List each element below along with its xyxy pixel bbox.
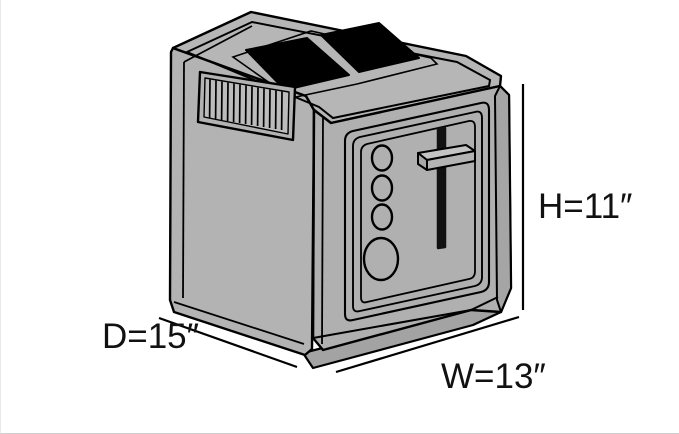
- width-dimension-label: W=13″: [441, 357, 546, 396]
- control-button-2[interactable]: [370, 174, 394, 202]
- front-bezel-ring-2: [352, 110, 483, 313]
- dimension-lines: [158, 84, 525, 374]
- side-inner-contour: [182, 61, 185, 299]
- toast-slot-group: [231, 22, 439, 99]
- front-bezel-ring-3: [360, 119, 476, 304]
- control-button-3[interactable]: [370, 203, 394, 231]
- side-vent-grille: [196, 70, 297, 142]
- carriage-lever-assembly[interactable]: [417, 126, 476, 250]
- cancel-button[interactable]: [362, 236, 400, 282]
- front-bottom-lip: [312, 296, 499, 339]
- control-button-1[interactable]: [370, 144, 394, 172]
- side-top-contour: [183, 25, 253, 63]
- width-dimension-line: [335, 315, 520, 374]
- toaster-front-edge-crease: [311, 109, 316, 339]
- side-vent-slats: [208, 79, 283, 131]
- depth-dimension-label: D=15″: [102, 317, 199, 356]
- toaster-illustration: [168, 10, 513, 370]
- toast-slot-left: [245, 37, 350, 91]
- side-bottom-lip: [173, 301, 305, 345]
- lever-knob-body: [426, 150, 476, 171]
- front-bezel-ring-1: [343, 101, 491, 322]
- height-dimension-label: H=11″: [538, 187, 632, 226]
- toaster-front-edge-crease-2: [321, 117, 324, 345]
- toaster-right-sliver: [494, 85, 512, 313]
- control-button-group: [370, 144, 394, 231]
- toaster-top-inner-contour: [184, 20, 492, 120]
- toast-slot-right: [320, 22, 420, 73]
- front-bezel-rings: [343, 101, 491, 322]
- lever-slot-track: [436, 126, 447, 250]
- depth-dimension-line: [158, 316, 298, 369]
